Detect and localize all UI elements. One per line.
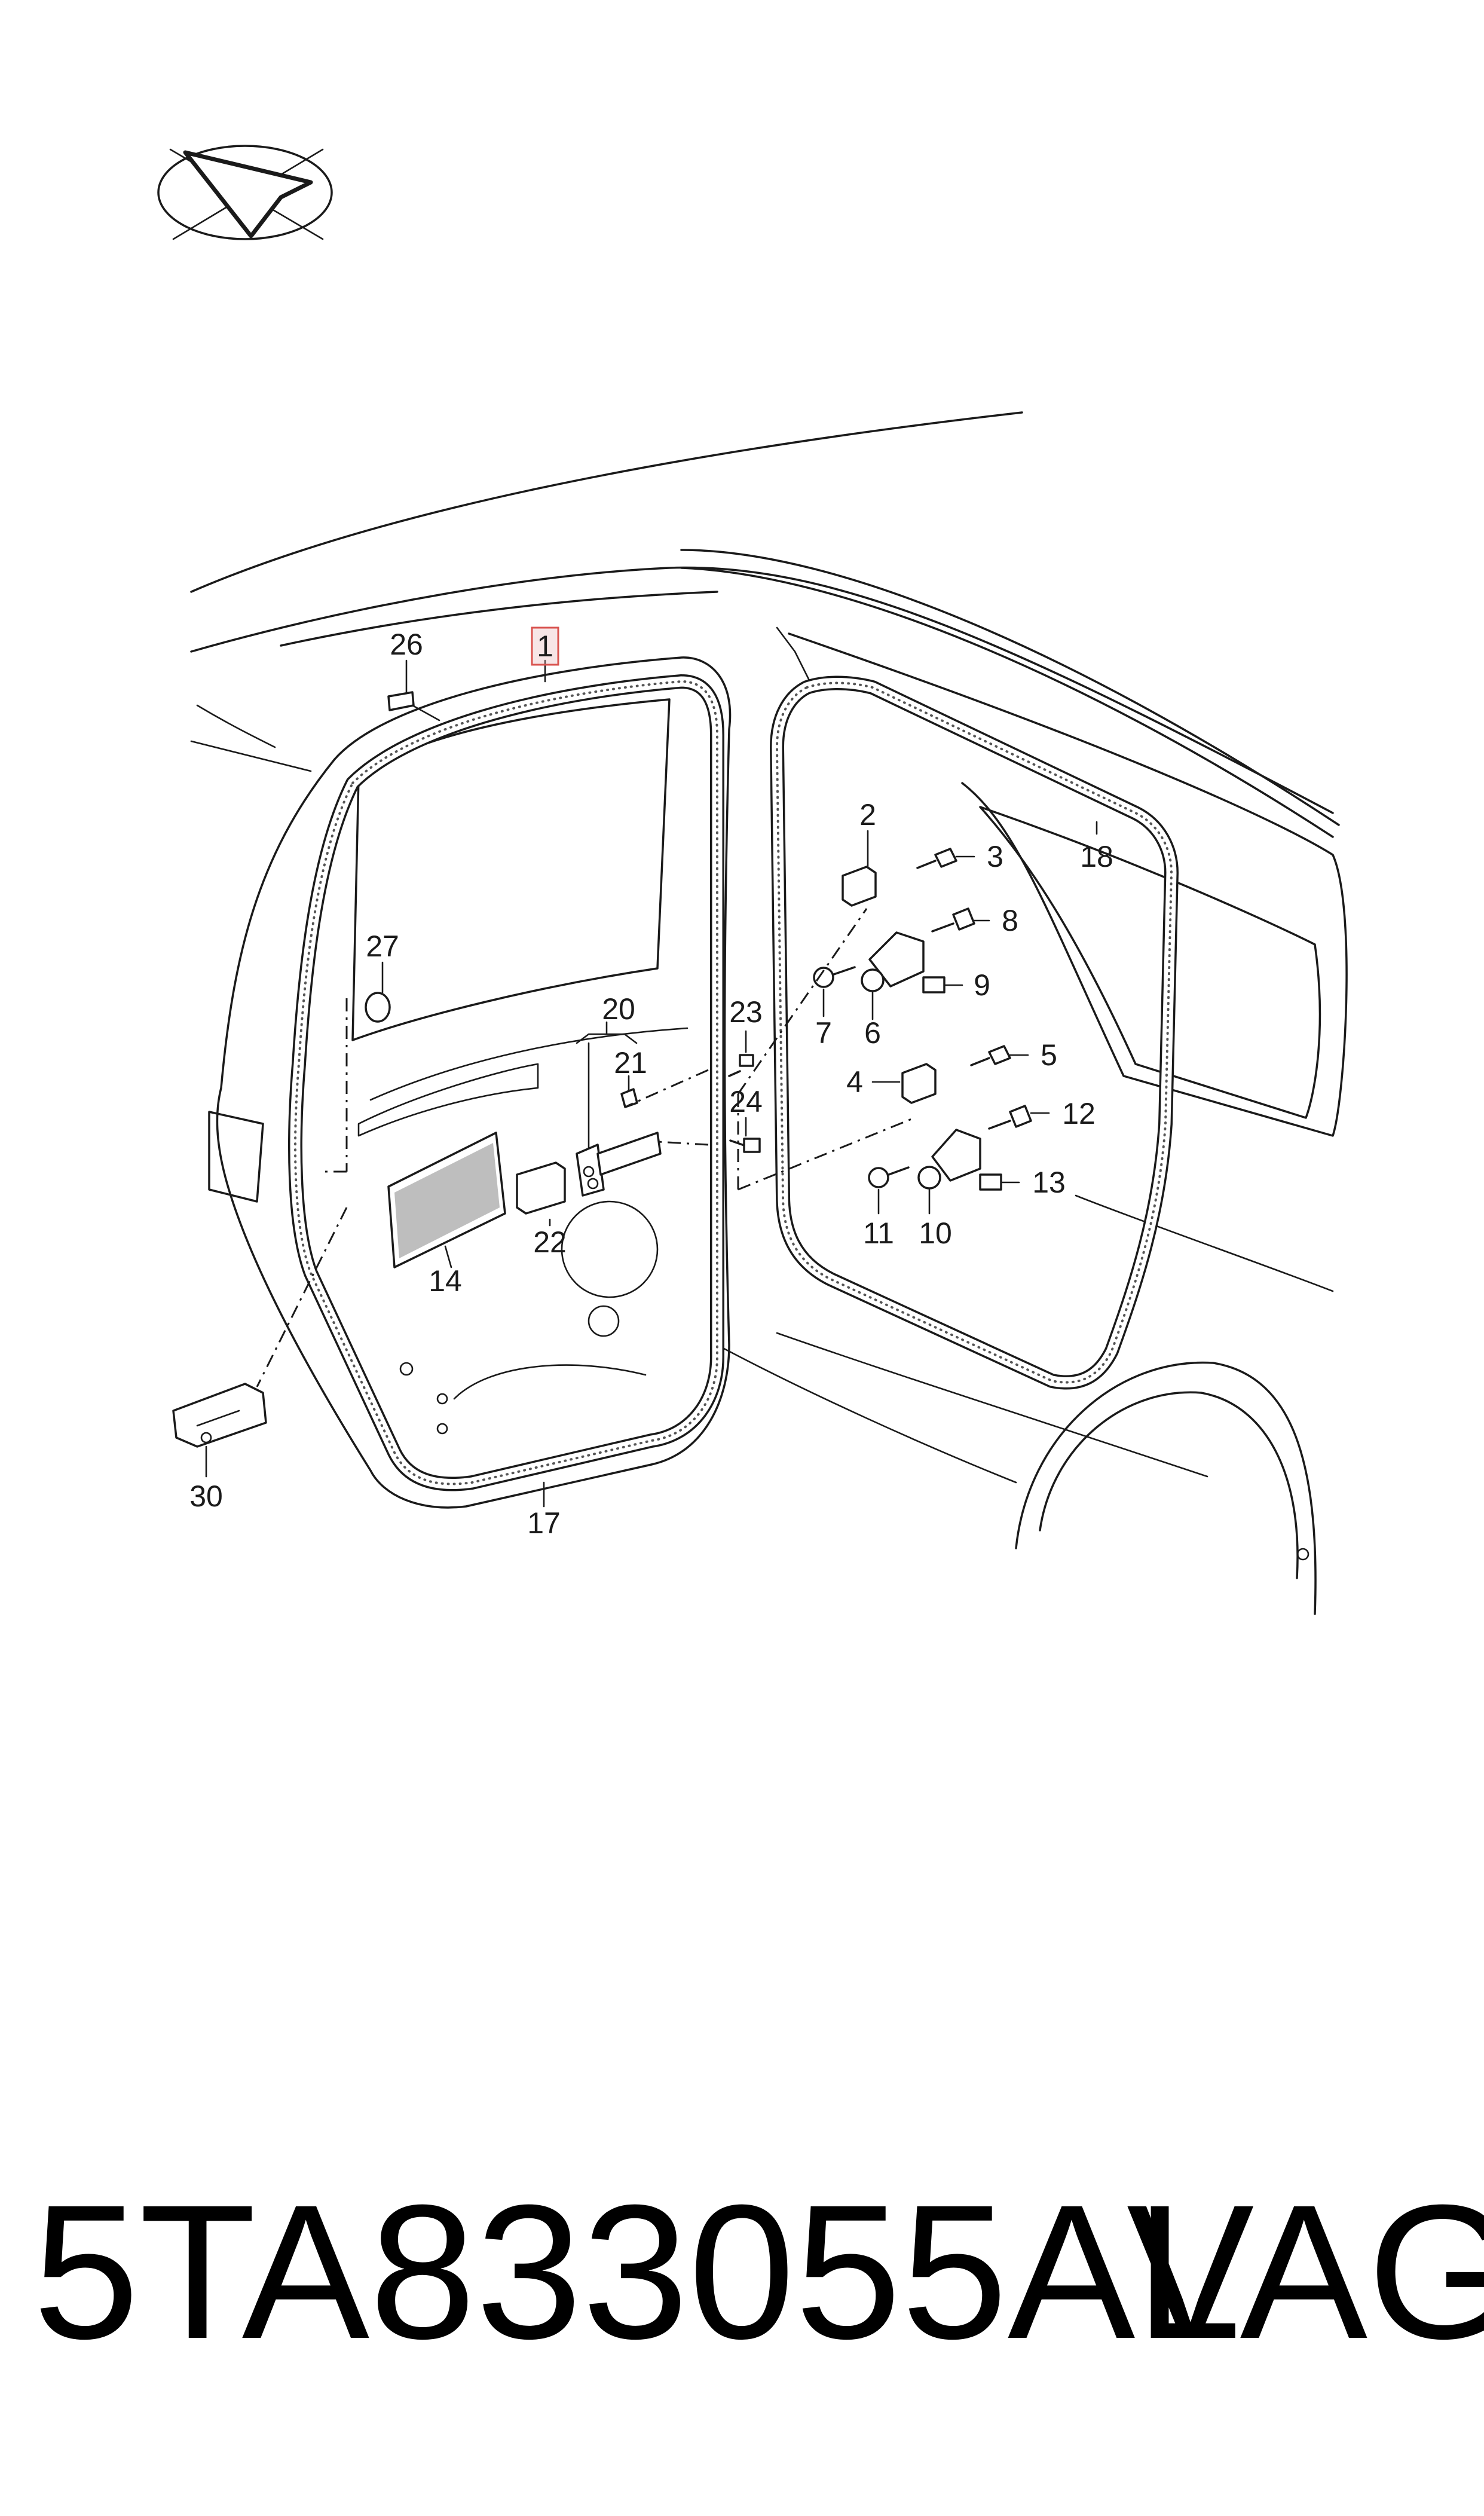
part-22 [516,1161,566,1215]
callout-13: 13 [1032,1166,1066,1199]
callout-27: 27 [366,930,399,963]
callout-labels: 1 26 27 20 21 22 14 17 30 23 24 2 3 8 9 … [189,628,1113,1540]
direction-arrow-icon [157,145,333,240]
callout-22: 22 [533,1225,567,1259]
part-27 [365,992,391,1023]
callout-11: 11 [863,1216,894,1250]
callout-1-highlight [531,626,559,666]
callout-7: 7 [815,1016,832,1050]
callout-21: 21 [614,1046,647,1080]
inner-liner-14 [387,1132,506,1268]
door-shell [208,656,732,1509]
callout-10: 10 [919,1216,952,1250]
callout-26: 26 [390,628,423,661]
assembly-lines [256,908,915,1387]
door-seal [288,674,724,1491]
callout-2: 2 [859,798,876,831]
callout-8: 8 [1002,904,1018,937]
callout-1: 1 [537,629,553,663]
part-number: 5TA833055AL [33,2165,1242,2379]
part-30 [172,1383,267,1448]
callout-4: 4 [846,1065,863,1099]
callout-9: 9 [974,968,990,1002]
screw-24 [729,1138,761,1153]
leader-lines [205,659,1098,1508]
lower-hinge [868,1045,1032,1191]
callout-12: 12 [1062,1097,1096,1130]
opening-seal [770,675,1179,1390]
upper-hinge [813,848,975,993]
part-26 [387,691,415,711]
screw-23 [728,1054,754,1077]
callout-23: 23 [729,995,763,1029]
brand-label: VAG [1127,2165,1484,2379]
callout-17: 17 [527,1506,561,1540]
door-check-strap-20 [576,1088,662,1197]
callout-5: 5 [1041,1038,1057,1072]
callout-24: 24 [729,1085,763,1118]
callout-6: 6 [864,1016,881,1050]
callout-18: 18 [1080,840,1113,873]
callout-30: 30 [189,1479,223,1513]
callout-3: 3 [987,840,1003,873]
callout-20: 20 [602,992,635,1026]
callout-14: 14 [429,1264,462,1298]
